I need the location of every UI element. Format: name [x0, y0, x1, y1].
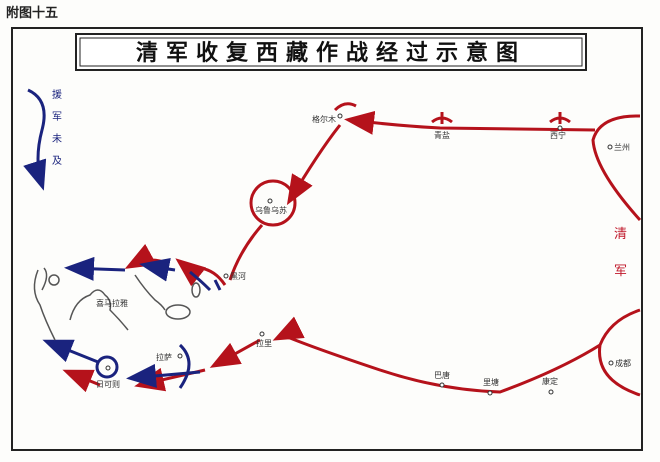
lakes-and-rivers — [33, 267, 201, 341]
heihe-red-arrows — [175, 258, 227, 287]
place-xining: 西宁 — [550, 130, 566, 140]
geermu-to-wulu — [286, 124, 342, 206]
place-batang: 巴唐 — [434, 370, 450, 380]
place-qingyan: 青盐 — [434, 130, 450, 140]
place-wulu: 乌鲁乌苏 — [255, 205, 287, 215]
lanzhou-loop — [591, 114, 642, 222]
place-lake: 喜马拉雅 — [96, 298, 128, 308]
place-lanzhou: 兰州 — [614, 142, 630, 152]
place-heihe: 黑河 — [230, 271, 246, 281]
place-chengdu: 成都 — [615, 358, 631, 368]
map-frame — [11, 27, 643, 451]
place-rikaze: 日可则 — [96, 379, 120, 389]
left-note-3: 未 — [52, 133, 62, 145]
south-route — [289, 308, 641, 397]
left-note-1: 援 — [52, 88, 62, 101]
title-box — [75, 33, 587, 71]
lali-to-lhasa — [209, 338, 261, 368]
place-kangding: 康定 — [542, 376, 558, 386]
figure-label: 附图十五 — [6, 6, 59, 21]
lhasa-arc — [178, 343, 191, 389]
right-note-1: 清 — [614, 227, 627, 242]
place-litang: 里塘 — [483, 377, 499, 387]
right-note-2: 军 — [614, 264, 627, 279]
place-lhasa: 拉萨 — [156, 352, 172, 362]
map-title: 清军收复西藏作战经过示意图 — [136, 40, 526, 66]
place-geermu: 格尔木 — [312, 114, 336, 124]
left-note-2: 军 — [52, 111, 62, 123]
rikaze-ring — [95, 355, 119, 379]
left-note-4: 及 — [52, 155, 62, 167]
enemy-west-arrow — [64, 256, 126, 281]
wulu-to-heihe — [228, 224, 264, 281]
wulu-ring — [249, 179, 297, 227]
place-lali: 拉里 — [256, 338, 272, 348]
north-route-arrow — [344, 110, 596, 135]
enemy-arrow-left — [23, 88, 47, 191]
